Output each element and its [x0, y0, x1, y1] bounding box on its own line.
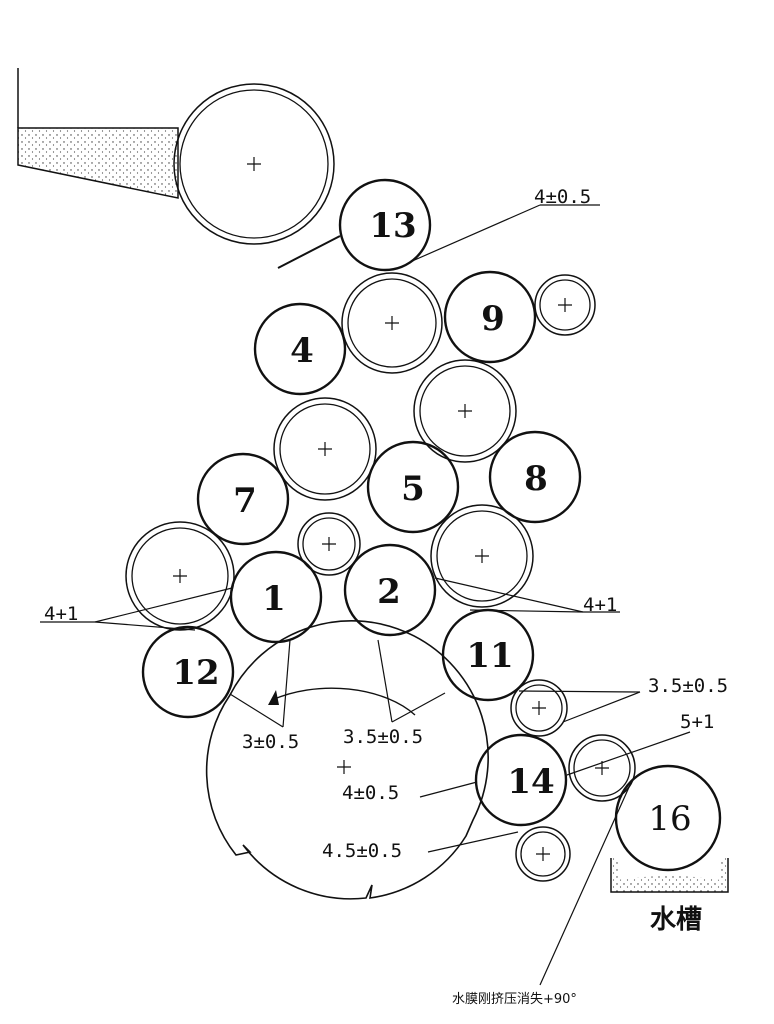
roller-12: 12 [141, 625, 235, 719]
dimension-labels: 4±0.5 4+1 4+1 3±0.5 3.5±0.5 3.5±0.5 5+1 … [44, 186, 728, 862]
doctor-blade [277, 235, 341, 269]
roller-5-label: 5 [401, 469, 425, 509]
ink-fountain [17, 68, 179, 199]
dim-gap-35-right: 3.5±0.5 [648, 675, 728, 697]
idler-roller [534, 274, 596, 336]
idler-roller [568, 734, 636, 802]
roller-7: 7 [196, 452, 290, 546]
idler-roller [297, 512, 361, 576]
roller-16-label: 16 [648, 799, 691, 839]
roller-2-label: 2 [377, 572, 401, 612]
roller-11: 11 [441, 608, 535, 702]
idler-roller [125, 521, 235, 631]
bottom-note: 水膜刚挤压消失+90° [452, 992, 577, 1007]
roller-2: 2 [343, 543, 437, 637]
roller-1: 1 [229, 550, 323, 644]
dim-gap-45: 4.5±0.5 [322, 840, 402, 862]
fountain-roller [173, 83, 335, 245]
idler-rollers [125, 272, 636, 882]
dim-top-gap: 4±0.5 [534, 186, 591, 208]
dim-right-gap: 4+1 [583, 594, 617, 616]
leader-lines [40, 204, 691, 986]
roller-4-label: 4 [290, 331, 314, 371]
dim-gap-3: 3±0.5 [242, 731, 299, 753]
roller-4: 4 [253, 302, 347, 396]
water-tank-label: 水槽 [650, 905, 702, 935]
roller-8-label: 8 [524, 459, 548, 499]
roller-13-label: 13 [369, 206, 416, 246]
roller-1-label: 1 [262, 579, 286, 619]
roller-11-label: 11 [466, 636, 513, 676]
idler-roller [341, 272, 443, 374]
roller-16: 16 [614, 764, 722, 872]
idler-roller [430, 504, 534, 608]
idler-roller [510, 679, 568, 737]
roller-9: 9 [443, 270, 537, 364]
roller-13: 13 [338, 178, 432, 272]
roller-12-label: 12 [172, 653, 219, 693]
roller-9-label: 9 [481, 299, 505, 339]
idler-roller [413, 359, 517, 463]
roller-5: 5 [366, 440, 460, 534]
dim-left-gap: 4+1 [44, 603, 78, 625]
roller-7-label: 7 [233, 481, 257, 521]
roller-8: 8 [488, 430, 582, 524]
water-tank: 水槽 [610, 858, 729, 935]
roller-14-label: 14 [507, 762, 554, 802]
idler-roller [273, 397, 377, 501]
dim-gap-35-center: 3.5±0.5 [343, 726, 423, 748]
roller-14: 14 [474, 733, 568, 827]
numbered-rollers: 13 4 9 7 5 8 1 2 [141, 178, 722, 872]
idler-roller [515, 826, 571, 882]
dim-gap-4-center: 4±0.5 [342, 782, 399, 804]
dim-gap-5: 5+1 [680, 711, 714, 733]
